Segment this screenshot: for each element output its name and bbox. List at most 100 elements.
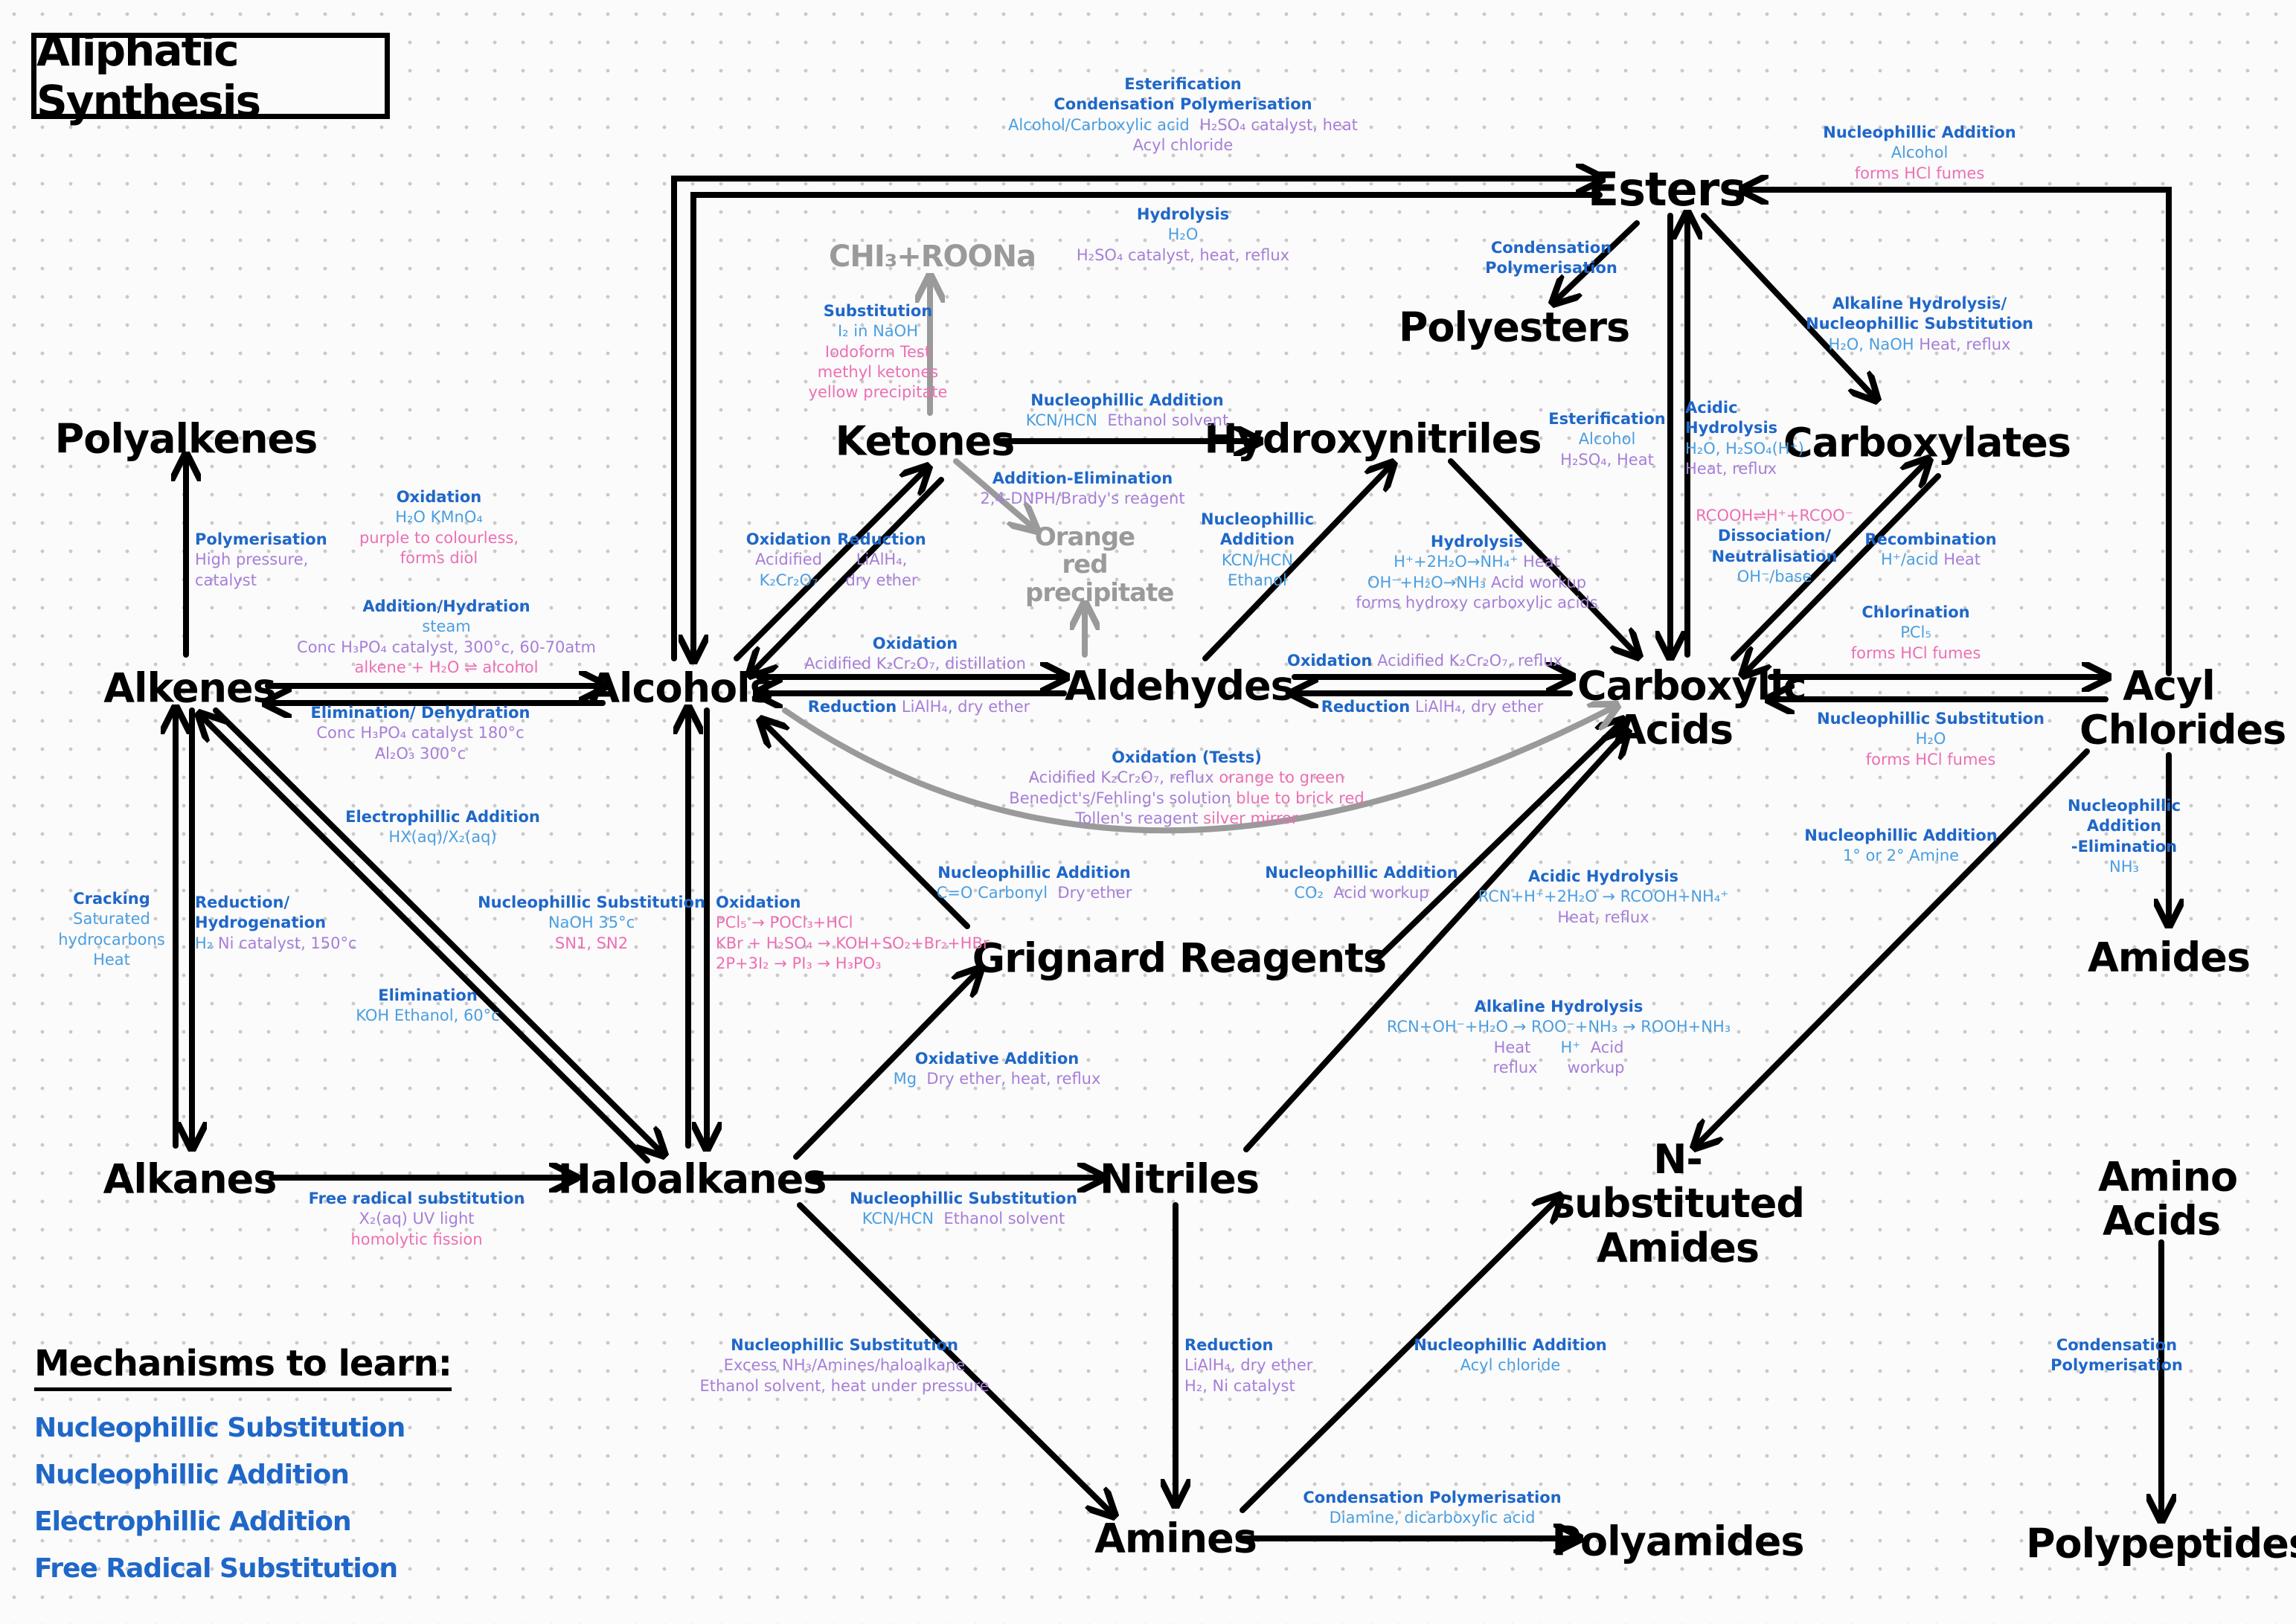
mechanism-item: Electrophillic Addition: [34, 1506, 352, 1537]
label-reduction-nitrile: Reduction LiAlH₄, dry ether H₂, Ni catal…: [1184, 1336, 1313, 1395]
label-hydration: Addition/Hydration steam Conc H₃PO₄ cata…: [297, 597, 596, 676]
arrow-grignard-to-alcohols: [763, 722, 970, 929]
title-box: Aliphatic Synthesis: [31, 25, 390, 126]
node-alkanes: Alkanes: [103, 1155, 278, 1203]
arrow-alcohols-to-esters: [671, 179, 1600, 661]
arrow-haloalkanes-to-alkenes: [201, 716, 650, 1164]
arrow-haloalkanes-to-grignard: [793, 971, 978, 1160]
label-hydrolysis-ester: Hydrolysis H₂O H₂SO₄ catalyst, heat, ref…: [1076, 205, 1290, 264]
label-polyamide: Condensation Polymerisation Diamine, dic…: [1303, 1489, 1562, 1527]
arrow-grignard-to-acids: [1373, 722, 1622, 963]
label-oxidation-ald: Oxidation Acidified K₂Cr₂O₇, reflux: [1286, 652, 1563, 670]
arrow-amines-to-nsub: [1240, 1198, 1559, 1513]
arrow-acyl-to-nsub: [1696, 748, 2090, 1146]
label-oxidation-alcohol: Oxidation Acidified K₂Cr₂O₇, distillatio…: [804, 635, 1026, 673]
node-carboxylates: Carboxylates: [1783, 419, 2071, 466]
label-condensation-polyester: Condensation Polymerisation: [1485, 239, 1617, 277]
node-carboxylic-acids: Carboxylic Acids: [1577, 662, 1807, 754]
label-amine-acyl: Nucleophillic Addition Acyl chloride: [1414, 1336, 1607, 1375]
label-acyl-hydrolysis: Nucleophillic Substitution H₂O forms HCl…: [1817, 710, 2045, 768]
label-recombination: Recombination H⁺/acid Heat: [1864, 530, 1997, 569]
mechanism-item: Nucleophillic Addition: [34, 1460, 350, 1490]
label-acyl-to-ester: Nucleophillic Addition Alcohol forms HCl…: [1823, 123, 2016, 182]
label-dissociation: RCOOH⇌H⁺+RCOO⁻ Dissociation/ Neutralisat…: [1696, 507, 1853, 585]
label-grignard-ketone: Nucleophillic Addition C=O Carbonyl Dry …: [936, 864, 1132, 902]
label-polypeptide: Condensation Polymerisation: [2050, 1336, 2183, 1375]
label-nuc-sub-alcohol: Nucleophillic Substitution NaOH 35°c SN1…: [478, 893, 705, 952]
node-orange-red-precipitate: Orange red precipitate: [1025, 521, 1174, 608]
node-hydroxynitriles: Hydroxynitriles: [1204, 415, 1542, 463]
node-haloalkanes: Haloalkanes: [557, 1155, 827, 1203]
label-acidic-hydrolysis-nitrile: Acidic Hydrolysis RCN+H⁺+2H₂O → RCOOH+NH…: [1478, 867, 1729, 926]
node-amines: Amines: [1094, 1515, 1257, 1562]
label-reduction-acid: Reduction LiAlH₄, dry ether: [1321, 698, 1544, 716]
label-dnph: Addition-Elimination 2,4-DNPH/Brady's re…: [980, 469, 1185, 508]
arrow-alcohols-to-ketones: [734, 469, 926, 661]
arrow-esters-to-carboxylates: [1701, 213, 1875, 398]
label-electrophilic: Electrophillic Addition HX(aq)/X₂(aq): [345, 808, 540, 847]
label-amide-form: Nucleophillic Addition -Elimination NH₃: [2067, 797, 2181, 876]
node-alcohols: Alcohols: [589, 664, 774, 712]
label-elimination: Elimination KOH Ethanol, 60°c: [356, 986, 500, 1025]
arrow-haloalkanes-to-amines: [797, 1202, 1112, 1514]
arrow-acids-to-carboxylates: [1731, 461, 1927, 661]
label-acyl-amine: Nucleophillic Addition 1° or 2° Amine: [1804, 827, 1998, 865]
node-polyalkenes: Polyalkenes: [54, 415, 318, 463]
arrow-alcohols-to-acids-test: [782, 707, 1614, 834]
node-ketones: Ketones: [835, 417, 1016, 465]
arrow-acyl-to-esters: [1745, 190, 2172, 676]
node-polyamides: Polyamides: [1551, 1518, 1804, 1565]
label-oxidation-ketone: Oxidation Acidified K₂Cr₂O₇: [745, 530, 832, 589]
label-ester-from-acid: Esterification Alcohol H₂SO₄, Heat: [1548, 410, 1666, 469]
page-title: Aliphatic Synthesis: [36, 25, 261, 126]
arrow-ketones-to-alcohols: [751, 477, 944, 673]
node-polyesters: Polyesters: [1398, 304, 1630, 351]
label-ald-hcn: Nucleophillic Addition KCN/HCN Ethanol: [1200, 510, 1315, 589]
label-chlorination: Chlorination PCl₅ forms HCl fumes: [1850, 603, 1981, 662]
mechanisms-legend: Mechanisms to learn: Nucleophillic Subst…: [34, 1343, 452, 1592]
node-esters: Esters: [1587, 161, 1746, 216]
node-alkenes: Alkenes: [103, 664, 277, 712]
label-free-radical: Free radical substitution X₂(aq) UV ligh…: [308, 1190, 525, 1248]
label-tests: Oxidation (Tests) Acidified K₂Cr₂O₇, ref…: [1009, 748, 1365, 827]
label-cracking: Cracking Saturated hydrocarbons Heat: [58, 890, 165, 969]
node-chi3: CHI₃+ROONa: [828, 240, 1036, 274]
arrow-esters-to-polyesters: [1555, 220, 1640, 301]
label-oxidation-alkene: Oxidation H₂O KMnO₄ purple to colourless…: [359, 488, 519, 567]
label-acidic-hydrolysis-ester: Acidic Hydrolysis H₂O, H₂SO₄(H⁺) Heat, r…: [1685, 399, 1804, 478]
label-nuc-sub-amine: Nucleophillic Substitution Excess NH₃/Am…: [699, 1336, 990, 1395]
arrow-alkenes-to-haloalkanes: [213, 707, 662, 1153]
label-alkaline-hydrolysis-ester: Alkaline Hydrolysis/ Nucleophillic Subst…: [1806, 295, 2033, 353]
label-hydrolysis-nitrile: Hydrolysis H⁺+2H₂O→NH₄⁺ Heat OH⁻+H₂O→NH₃…: [1356, 533, 1598, 612]
node-polypeptides: Polypeptides: [2025, 1520, 2296, 1567]
label-oxidation-halo: Oxidation PCl₅ → POCl₃+HCl KBr + H₂SO₄ →…: [716, 893, 990, 972]
label-polymerisation: Polymerisation High pressure, catalyst: [195, 530, 327, 589]
arrow-nitriles-to-acids: [1243, 733, 1626, 1152]
mechanism-item: Free Radical Substitution: [34, 1553, 398, 1584]
arrow-hydroxynitriles-to-acids: [1448, 458, 1637, 655]
label-ketone-hcn: Nucleophillic Addition KCN/HCN Ethanol s…: [1025, 391, 1229, 430]
node-amino-acids: Amino Acids: [2098, 1153, 2238, 1245]
node-aldehydes: Aldehydes: [1065, 662, 1295, 710]
node-grignard-reagents: Grignard Reagents: [972, 934, 1387, 982]
arrow-ketones-to-orange: [953, 458, 1034, 528]
label-iodoform: Substitution I₂ in NaOH Iodoform Test me…: [808, 302, 948, 402]
label-dehydration: Elimination/ Dehydration Conc H₃PO₄ cata…: [310, 704, 530, 763]
arrow-aldehydes-to-hydroxynitriles: [1202, 465, 1391, 661]
label-alkaline-hydrolysis-nitrile: Alkaline Hydrolysis RCN+OH⁻+H₂O → ROO⁻+N…: [1386, 998, 1731, 1076]
label-grignard-co2: Nucleophillic Addition CO₂ Acid workup: [1265, 864, 1458, 902]
label-hydrogenation: Reduction/ Hydrogenation H₂ Ni catalyst,…: [195, 893, 357, 952]
label-nuc-sub-nitrile: Nucleophillic Substitution KCN/HCN Ethan…: [850, 1190, 1077, 1228]
mechanisms-heading: Mechanisms to learn:: [34, 1343, 452, 1391]
label-reduction-ald: Reduction LiAlH₄, dry ether: [807, 698, 1030, 716]
label-oxidative-addition: Oxidative Addition Mg Dry ether, heat, r…: [893, 1050, 1101, 1088]
label-reduction-ketone: Reduction LiAlH₄, dry ether: [837, 530, 926, 589]
arrow-carboxylates-to-acids: [1745, 473, 1941, 673]
mechanism-item: Nucleophillic Substitution: [34, 1413, 405, 1443]
node-acyl-chlorides: Acyl Chlorides: [2079, 662, 2286, 754]
node-nitriles: Nitriles: [1100, 1155, 1260, 1203]
label-esterification-top: Esterification Condensation Polymerisati…: [1008, 75, 1358, 154]
node-n-substituted-amides: N-substituted Amides: [1551, 1135, 1805, 1271]
arrow-esters-to-alcohols: [693, 192, 1603, 658]
